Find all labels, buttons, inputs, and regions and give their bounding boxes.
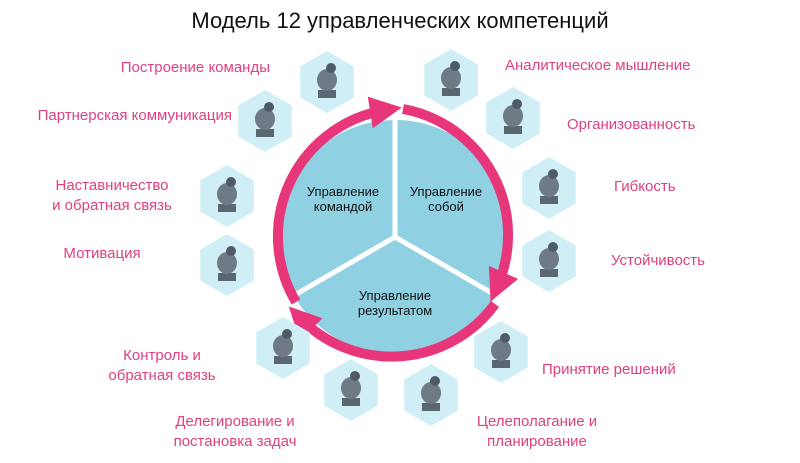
elephant-statue-icon bbox=[300, 51, 354, 113]
bull-statue-icon bbox=[200, 234, 254, 296]
label-goal-setting: Целеполагание и планирование bbox=[476, 413, 598, 450]
chariot-statue-icon bbox=[404, 364, 458, 426]
horsemen-statue-icon bbox=[474, 321, 528, 383]
cycle-arrow-team bbox=[272, 96, 402, 305]
label-resilience: Устойчивость bbox=[611, 252, 705, 269]
tree-statue-icon bbox=[256, 317, 310, 379]
label-mentoring: Наставничество и обратная связь bbox=[52, 177, 172, 214]
label-decision-making: Принятие решений bbox=[542, 361, 676, 378]
horse-statue-icon bbox=[522, 157, 576, 219]
cycle-arrow-results bbox=[288, 301, 500, 362]
page-title: Модель 12 управленческих компетенций bbox=[191, 8, 609, 33]
griffin-statue-icon bbox=[424, 49, 478, 111]
figure-statue-icon bbox=[238, 90, 292, 152]
label-partner-communication: Партнерская коммуникация bbox=[37, 107, 232, 124]
label-flexibility: Гибкость bbox=[614, 178, 676, 195]
label-team-building: Построение команды bbox=[120, 59, 270, 76]
label-control: Контроль и обратная связь bbox=[108, 347, 216, 384]
dancer-statue-icon bbox=[324, 359, 378, 421]
cycle-arrow-self bbox=[402, 104, 519, 302]
boar-statue-icon bbox=[522, 230, 576, 292]
label-delegation: Делегирование и постановка задач bbox=[173, 413, 297, 450]
label-organization: Организованность bbox=[567, 116, 696, 133]
ganesha-statue-icon bbox=[486, 87, 540, 149]
standing-statue-icon bbox=[200, 165, 254, 227]
divider-line bbox=[393, 234, 499, 299]
label-motivation: Мотивация bbox=[63, 245, 141, 262]
label-analytical-thinking: Аналитическое мышление bbox=[505, 57, 691, 74]
divider-line bbox=[291, 234, 397, 299]
